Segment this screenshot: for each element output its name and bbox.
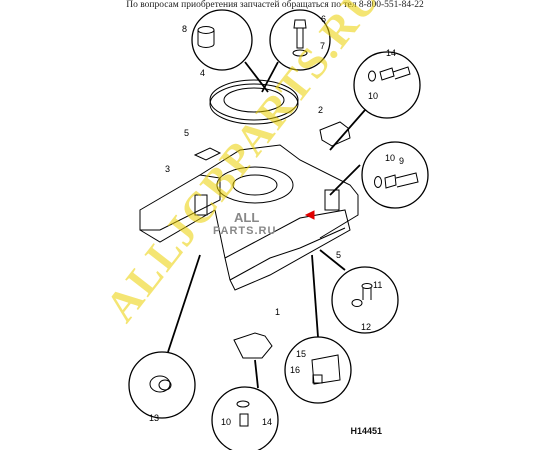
- bolt-14-lower: [239, 413, 249, 427]
- detail-circle-bushing-13: [128, 351, 196, 419]
- callout-11: 11: [373, 280, 382, 290]
- callout-13: 13: [149, 413, 159, 423]
- logo-line2: PARTS.RU: [213, 225, 277, 237]
- washer-7: [292, 49, 308, 57]
- callout-14-lower: 14: [262, 417, 272, 427]
- callout-5-right: 5: [336, 250, 341, 260]
- kingpost-frame-3: [139, 144, 359, 291]
- detail-circle-bushing-8: [191, 9, 253, 71]
- plate-15: [311, 354, 341, 385]
- bolt-6: [293, 19, 307, 49]
- watermark-logo: ALL PARTS.RU: [210, 208, 320, 242]
- detail-circle-bolt-10-14: [211, 386, 279, 450]
- callout-10-lower: 10: [221, 417, 231, 427]
- callout-12: 12: [361, 322, 371, 332]
- plate-2: [319, 121, 351, 147]
- callout-6: 6: [321, 14, 326, 24]
- callout-9: 9: [399, 156, 404, 166]
- washer-10-lower: [236, 400, 250, 408]
- callout-14-top: 14: [386, 48, 396, 58]
- washer-10-top: [368, 70, 376, 82]
- callout-15: 15: [296, 349, 306, 359]
- drawing-code: H14451: [350, 426, 382, 436]
- pad-5-top: [193, 147, 222, 161]
- marker-red: [304, 210, 315, 220]
- slew-ring-4: [209, 79, 299, 125]
- callout-1: 1: [275, 307, 280, 317]
- bolt-9: [384, 172, 419, 189]
- callout-8: 8: [182, 24, 187, 34]
- callout-7: 7: [320, 41, 325, 51]
- logo-line1: ALL: [234, 210, 260, 225]
- bushing-8: [197, 26, 215, 48]
- nut-16: [312, 374, 323, 384]
- callout-10-mid: 10: [385, 153, 395, 163]
- callout-2: 2: [318, 105, 323, 115]
- callout-10-top: 10: [368, 91, 378, 101]
- callout-5-top: 5: [184, 128, 189, 138]
- bolt-11: [361, 283, 373, 300]
- leader-lines: [167, 61, 366, 389]
- callout-4: 4: [200, 68, 205, 78]
- washer-12: [351, 299, 363, 307]
- plate-1: [233, 332, 273, 359]
- detail-circle-bolt-14-10: [353, 51, 421, 119]
- washer-10-mid: [374, 176, 382, 188]
- callout-3: 3: [165, 164, 170, 174]
- detail-circle-bolt-11-12: [331, 266, 399, 334]
- callout-16: 16: [290, 365, 300, 375]
- detail-circle-bolt-10-9: [361, 141, 429, 209]
- bolt-14-top: [379, 66, 411, 81]
- detail-circle-bolt-6-7: [269, 9, 331, 71]
- header-contact-text: По вопросам приобретения запчастей обращ…: [126, 0, 424, 10]
- callout-labels: 1 2 3 4 5 5 6 7 8 9 10 10 10 11 12 13 14…: [149, 14, 404, 427]
- bushing-13: [149, 375, 172, 393]
